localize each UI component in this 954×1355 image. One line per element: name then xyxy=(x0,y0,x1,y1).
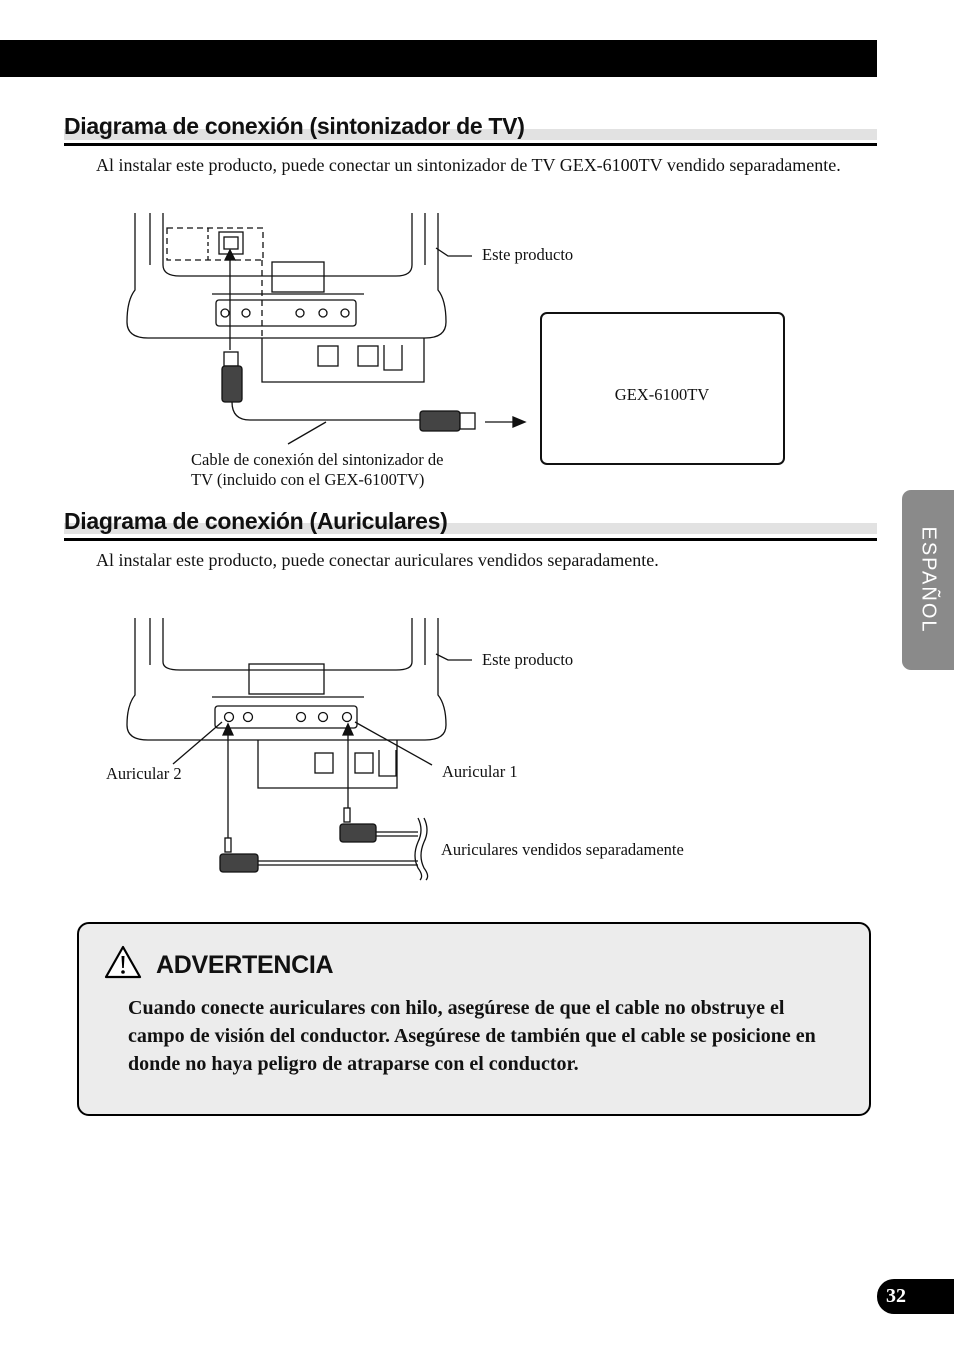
product-unit-illustration-headphones xyxy=(126,618,447,789)
warning-title: ADVERTENCIA xyxy=(156,951,334,979)
section-intro-headphones: Al instalar este producto, puede conecta… xyxy=(96,550,659,570)
label-tv-tuner-model: GEX-6100TV xyxy=(615,385,709,404)
section-title-band xyxy=(64,129,877,140)
section-intro-tv-tuner: Al instalar este producto, puede conecta… xyxy=(96,155,841,175)
language-tab: ESPAÑOL xyxy=(902,490,954,670)
label-cable-line2: TV (incluido con el GEX-6100TV) xyxy=(191,470,424,489)
product-unit-illustration-tv xyxy=(126,213,447,383)
header-bar xyxy=(0,40,877,77)
section-title-rule xyxy=(64,143,877,146)
label-headphone-1: Auricular 1 xyxy=(442,762,518,781)
section-title-tv-tuner: Diagrama de conexión (sintonizador de TV… xyxy=(64,113,525,139)
warning-box xyxy=(77,922,871,1116)
label-this-product: Este producto xyxy=(482,245,573,264)
section-title-rule xyxy=(64,538,877,541)
page-number: 32 xyxy=(877,1279,954,1314)
warning-triangle-icon xyxy=(104,945,142,979)
label-this-product: Este producto xyxy=(482,650,573,669)
section-title-band xyxy=(64,523,877,534)
warning-text: Cuando conecte auriculares con hilo, ase… xyxy=(128,997,816,1075)
language-tab-label: ESPAÑOL xyxy=(917,526,940,634)
section-title-headphones: Diagrama de conexión (Auriculares) xyxy=(64,508,448,534)
label-cable-line1: Cable de conexión del sintonizador de xyxy=(191,450,443,469)
label-headphone-2: Auricular 2 xyxy=(106,764,182,783)
label-headphones-sold-separately: Auriculares vendidos separadamente xyxy=(441,840,684,859)
